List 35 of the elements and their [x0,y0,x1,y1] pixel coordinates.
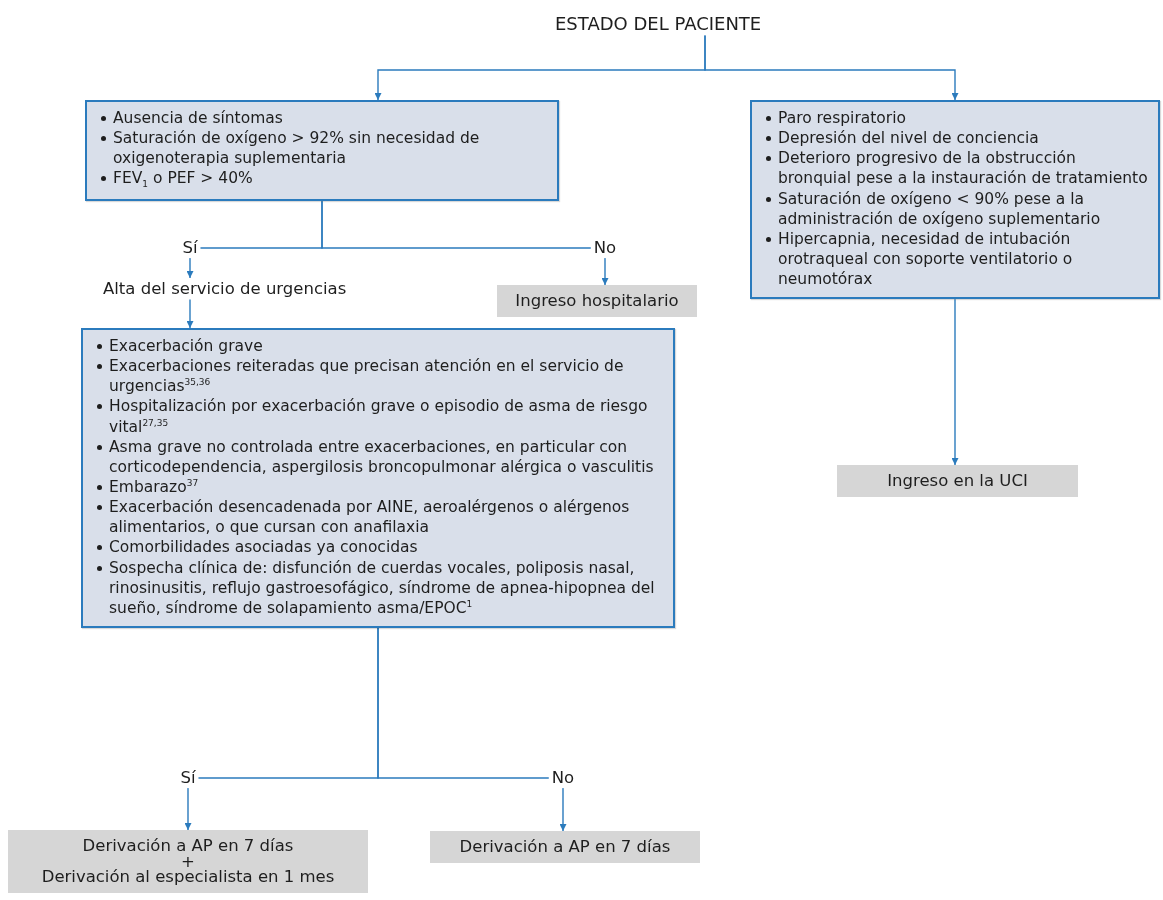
criterion-text: Depresión del nivel de conciencia [764,128,1148,149]
outcome-text: Ingreso hospitalario [515,291,679,311]
criterion-text: Hipercapnia, necesidad de intubación orotraqueal con soporte ventilatorio o neumotórax [764,228,1148,290]
connector-arrow [321,200,609,286]
connector-arrow [951,298,959,466]
outcome-text: + [181,855,195,868]
criterion-text: Exacerbación desencadenada por AINE, aeroalérgenos o alérgenos alimentarios, o que cursan con anafilaxia [95,497,663,538]
step-text: Alta del servicio de urgencias [103,278,347,300]
outcome-box [837,465,1078,497]
criterion-text: Embarazo$^{37}$ [95,477,663,498]
connector-arrow [377,627,567,832]
criterion-text: Asma grave no controlada entre exacerbaciones, en particular con corticodependencia, aspergilosis broncopulmonar alérgica o vasculitis [95,436,663,477]
connector-arrow [186,298,194,329]
outcome-box [8,830,368,894]
criterion-text: Ausencia de síntomas [99,108,547,129]
outcome-text: Derivación a AP en 7 días [82,836,294,856]
criteria-box [750,100,1160,300]
criterion-text: FEV$_{1}$ o PEF > 40% [99,168,547,192]
criteria-box [81,328,675,628]
outcome-text: Derivación a AP en 7 días [459,837,671,857]
criterion-text: Deterioro progresivo de la obstrucción bronquial pese a la instauración de tratamiento [764,148,1148,189]
outcome-text: Ingreso en la UCI [887,471,1028,491]
criterion-text: Paro respiratorio [764,108,1148,129]
criterion-text: Saturación de oxígeno < 90% pese a la administración de oxígeno suplementario [764,188,1148,229]
criterion-text: Sospecha clínica de: disfunción de cuerdas vocales, poliposis nasal, rinosinusitis, reflujo gastroesofágico, síndrome de apnea-hipopnea del sueño, síndrome de solapamiento asma/EPOC$^{1}$ [95,557,663,618]
criteria-box [85,100,559,202]
criterion-text: Comorbilidades asociadas ya conocidas [95,537,663,558]
outcome-box [497,285,697,317]
outcome-text: Derivación al especialista en 1 mes [41,867,335,888]
criterion-text: Exacerbación grave [95,336,663,357]
connector-arrow [704,34,959,101]
criterion-text: Hospitalización por exacerbación grave o episodio de asma de riesgo vital$^{27,35}$ [95,396,663,437]
criterion-text: Exacerbaciones reiteradas que precisan atención en el servicio de urgencias$^{35,36}$ [95,356,663,397]
start-heading: ESTADO DEL PACIENTE [555,12,762,36]
outcome-box [430,831,700,863]
